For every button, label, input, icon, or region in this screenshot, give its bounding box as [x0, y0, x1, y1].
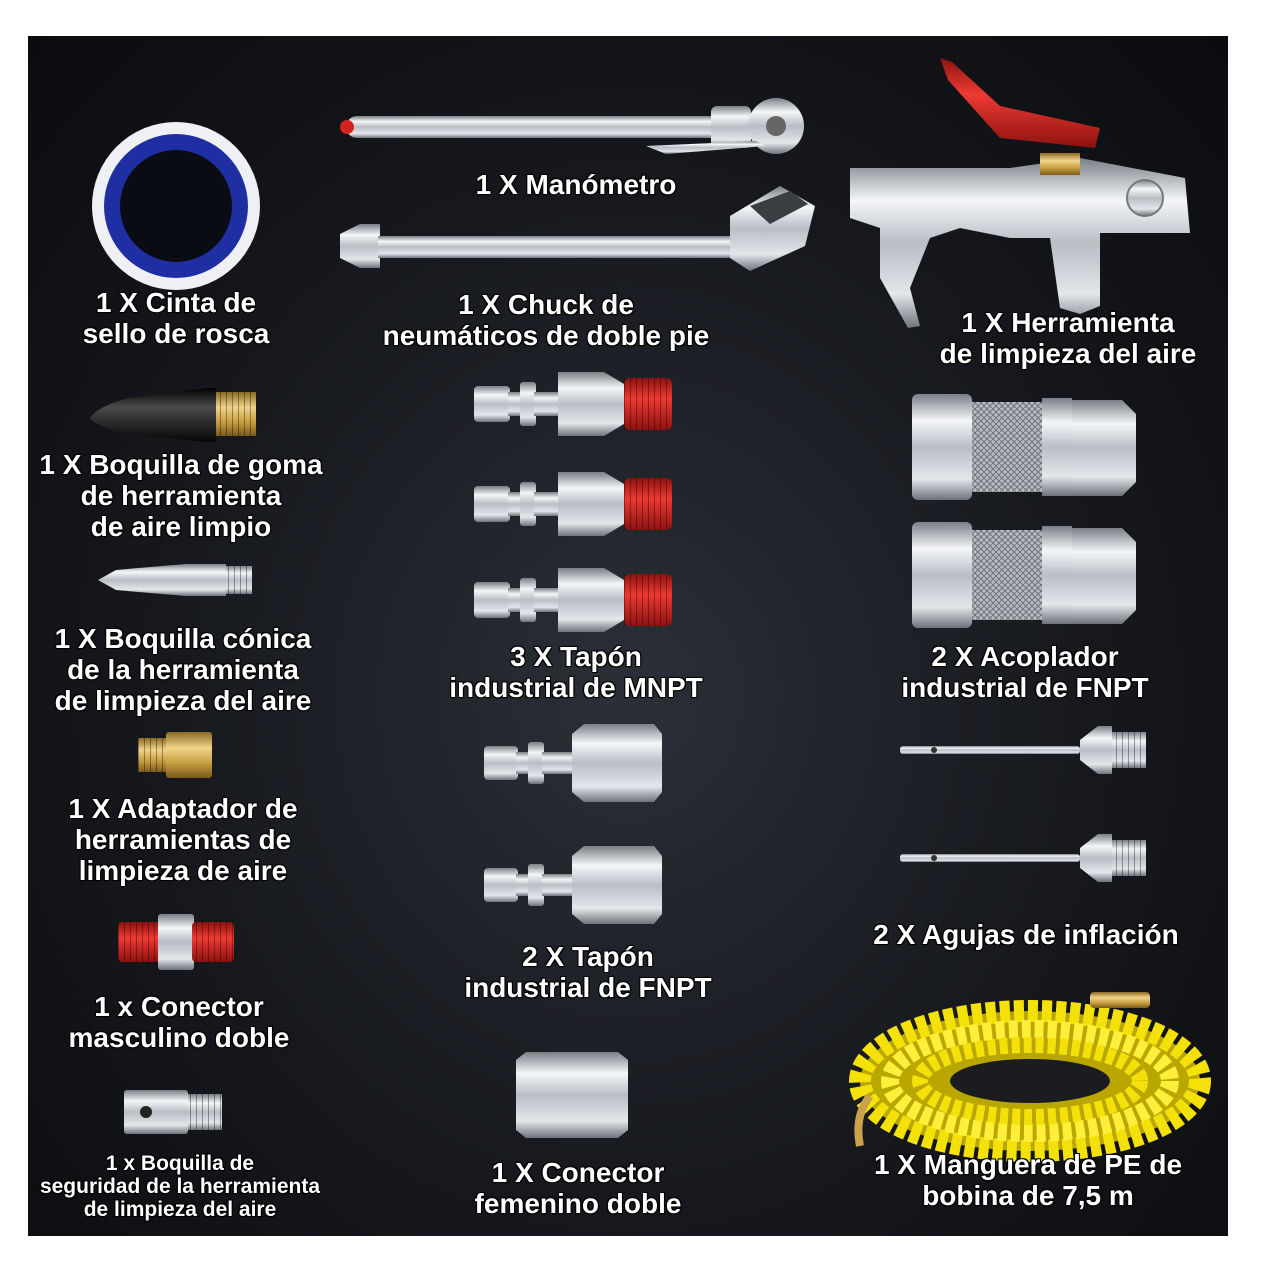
- pe-coil-hose-label: 1 X Manguera de PE de bobina de 7,5 m: [873, 1149, 1183, 1211]
- fnpt-couplers-label: 2 X Acoplador industrial de FNPT: [901, 641, 1149, 703]
- rubber-tip-nozzle-label: 1 X Boquilla de goma de herramienta de a…: [39, 449, 323, 542]
- double-male-connector-image: [118, 914, 234, 970]
- mnpt-plug-image-2: [474, 472, 672, 536]
- blow-gun-adapter-label: 1 X Adaptador de herramientas de limpiez…: [68, 793, 298, 886]
- fnpt-coupler-image-2: [912, 522, 1136, 628]
- mnpt-plug-image-1: [474, 372, 672, 436]
- pressure-gauge-label: 1 X Manómetro: [475, 169, 677, 200]
- double-female-connector-label: 1 X Conector femenino doble: [474, 1157, 682, 1219]
- safety-nozzle-label: 1 x Boquilla de seguridad de la herramie…: [39, 1152, 321, 1222]
- product-kit-panel: 1 X Manómetro 1 X Herramienta de limpiez…: [28, 36, 1228, 1236]
- fnpt-plug-image-1: [484, 724, 662, 802]
- dual-foot-tire-chuck-label: 1 X Chuck de neumáticos de doble pie: [382, 289, 710, 351]
- fnpt-plug-image-2: [484, 846, 662, 924]
- inflation-needles-label: 2 X Agujas de inflación: [873, 919, 1179, 950]
- inflation-needle-image-1: [900, 726, 1146, 774]
- fnpt-plugs-label: 2 X Tapón industrial de FNPT: [464, 941, 712, 1003]
- thread-seal-tape-image: [92, 122, 260, 290]
- air-blow-gun-image: [850, 58, 1190, 328]
- tapered-nozzle-label: 1 X Boquilla cónica de la herramienta de…: [54, 623, 312, 716]
- thread-seal-tape-label: 1 X Cinta de sello de rosca: [82, 287, 270, 349]
- air-blow-gun-label: 1 X Herramienta de limpieza del aire: [939, 307, 1197, 369]
- safety-nozzle-image: [124, 1090, 222, 1134]
- double-female-connector-image: [516, 1052, 628, 1138]
- blow-gun-adapter-image: [138, 732, 212, 778]
- mnpt-plugs-label: 3 X Tapón industrial de MNPT: [449, 641, 703, 703]
- mnpt-plug-image-3: [474, 568, 672, 632]
- double-male-connector-label: 1 x Conector masculino doble: [68, 991, 290, 1053]
- tapered-nozzle-image: [98, 564, 252, 596]
- pressure-gauge-image: [340, 98, 804, 154]
- pe-coil-hose-image: [849, 992, 1211, 1162]
- inflation-needle-image-2: [900, 834, 1146, 882]
- fnpt-coupler-image-1: [912, 394, 1136, 500]
- dual-foot-tire-chuck-image: [340, 186, 815, 271]
- rubber-tip-nozzle-image: [90, 388, 256, 442]
